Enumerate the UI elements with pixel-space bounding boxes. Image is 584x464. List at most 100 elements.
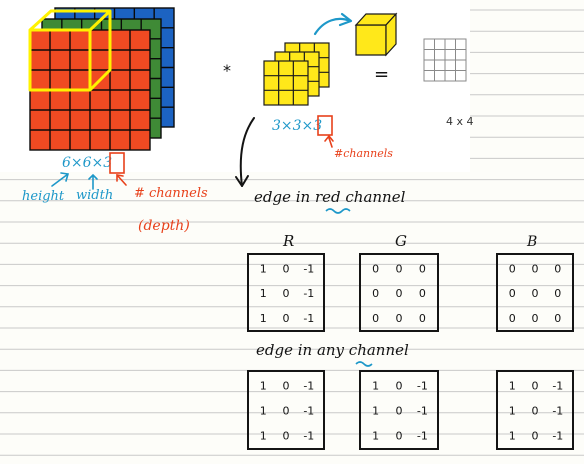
cube-side-face [385,12,397,57]
matrix-value: 0 [372,312,379,325]
any-section-panel-2: 1 0 -1 1 0 -1 1 0 -1 [496,370,574,450]
matrix-value: 0 [554,287,561,300]
red-section-panel-2: 0 0 0 0 0 0 0 0 0 [496,253,574,332]
input-channels-box [109,152,125,174]
matrix-value: -1 [552,430,563,443]
width-arrow [88,173,98,190]
matrix-value: 1 [260,405,267,418]
panel-label-g: G [395,232,407,250]
filter-layer-front-face [263,60,309,106]
matrix-value: 0 [283,405,290,418]
convolution-operator: * [223,61,231,80]
height-arrow [51,172,70,187]
matrix-value: 0 [396,405,403,418]
channels-label: # channels [134,186,208,201]
any-section-panel-1: 1 0 -1 1 0 -1 1 0 -1 [359,370,439,450]
output-dims-label: 4 x 4 [446,115,474,128]
red-channel-title: edge in red channel [254,188,406,206]
matrix-value: -1 [303,380,314,393]
down-arrowhead [235,175,249,187]
matrix-value: 0 [283,312,290,325]
matrix-value: 0 [419,312,426,325]
matrix-value: 0 [532,405,539,418]
matrix-value: 1 [260,380,267,393]
matrix-value: 1 [509,430,516,443]
matrix-value: 0 [509,287,516,300]
matrix-value: 0 [419,287,426,300]
filter-to-cube-arrow [313,17,352,36]
matrix-value: -1 [303,262,314,275]
matrix-value: -1 [303,287,314,300]
matrix-value: -1 [417,405,428,418]
matrix-value: 0 [283,380,290,393]
matrix-value: 0 [509,262,516,275]
matrix-value: 0 [419,262,426,275]
matrix-value: 0 [396,287,403,300]
height-label: height [22,189,65,204]
channels-arrow [116,174,127,186]
matrix-value: 1 [372,380,379,393]
any-channel-title: edge in any channel [256,341,409,359]
matrix-value: 0 [372,287,379,300]
filter-layer-front [263,60,309,106]
any-section-panel-1-frame [359,370,439,450]
red-underline [325,208,351,214]
panel-label-b: B [526,234,537,250]
filter-dims-label: 3×3×3 [272,118,322,134]
depth-label: (depth) [138,218,190,234]
receptive-field-outline [28,9,112,92]
panel-label-r: R [282,232,294,250]
matrix-value: 0 [532,312,539,325]
matrix-value: 0 [396,312,403,325]
input-dims-label: 6×6×3 [62,155,112,171]
matrix-value: -1 [303,312,314,325]
matrix-value: 1 [260,287,267,300]
matrix-value: -1 [417,380,428,393]
matrix-value: 0 [283,430,290,443]
matrix-value: -1 [552,405,563,418]
equals-sign: = [374,64,389,85]
matrix-value: 0 [396,430,403,443]
red-section-panel-0-frame [247,253,325,332]
matrix-value: 0 [509,312,516,325]
any-underline [355,361,373,367]
matrix-value: 0 [532,262,539,275]
matrix-value: -1 [552,380,563,393]
matrix-value: -1 [303,430,314,443]
matrix-value: 0 [554,262,561,275]
any-channel-filters: 1 0 -1 1 0 -1 1 0 -1 1 0 -1 1 0 -1 1 0 -1 1 0 -1 1 0 -1 1 0 -1 [247,370,574,450]
matrix-value: 0 [532,430,539,443]
matrix-value: 0 [532,287,539,300]
output-grid-4x4 [423,38,467,82]
matrix-value: -1 [303,405,314,418]
cube-front-face [355,24,387,56]
red-section-panel-1-frame [359,253,439,332]
matrix-value: 0 [554,312,561,325]
red-section-panel-1: 0 0 0 0 0 0 0 0 0 [359,253,439,332]
matrix-value: 0 [372,262,379,275]
matrix-value: 1 [260,312,267,325]
matrix-value: 0 [532,380,539,393]
width-label: width [76,188,113,203]
any-section-panel-0-frame [247,370,325,450]
filter-to-cube-arrowhead [338,12,353,27]
matrix-value: 1 [372,430,379,443]
matrix-value: 0 [396,380,403,393]
matrix-value: 1 [509,405,516,418]
red-section-panel-2-frame [496,253,574,332]
down-arrow [239,117,255,187]
output-cell-grid [423,38,467,82]
filter-channels-box [317,115,333,136]
matrix-value: 0 [283,287,290,300]
matrix-value: 1 [372,405,379,418]
matrix-value: 0 [396,262,403,275]
matrix-value: 1 [260,430,267,443]
matrix-value: -1 [417,430,428,443]
any-section-panel-0: 1 0 -1 1 0 -1 1 0 -1 [247,370,325,450]
matrix-value: 1 [509,380,516,393]
filter-channels-arrow [324,134,334,148]
input-volume-6x6x3 [28,7,175,151]
